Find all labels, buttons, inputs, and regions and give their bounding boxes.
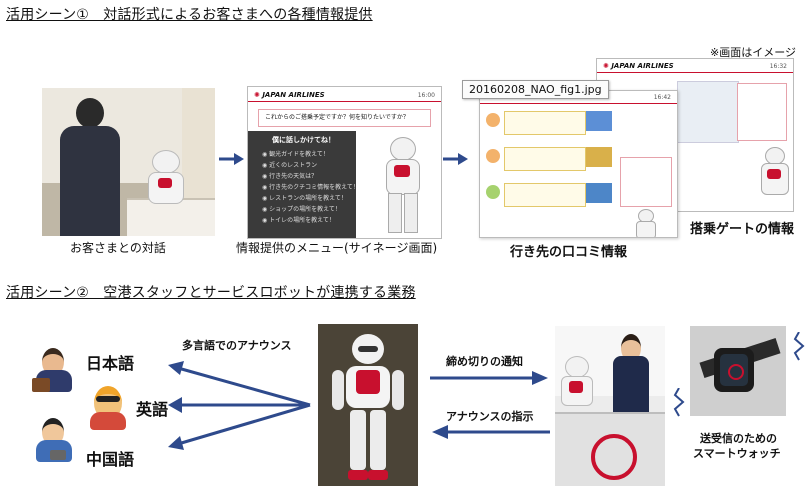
menu-item[interactable]: ◉ 観光ガイドを教えて！ bbox=[262, 151, 329, 158]
multilingual-announcement-label: 多言語でのアナウンス bbox=[182, 339, 292, 352]
language-japanese: 日本語 bbox=[86, 354, 135, 373]
robot-head bbox=[390, 137, 416, 161]
speech-bubble: これからのご搭乗予定ですか？何を知りたいですか？ bbox=[258, 109, 431, 127]
japanese-speaker-icon bbox=[30, 348, 78, 396]
menu-item[interactable]: ◉ 行き先の天気は？ bbox=[262, 173, 318, 180]
caption-reviews: 行き先の口コミ情報 bbox=[510, 245, 628, 260]
photo-customer-dialogue bbox=[42, 88, 215, 236]
watch-caption-line2: スマートウォッチ bbox=[693, 447, 781, 460]
caption-dialogue: お客さまとの対話 bbox=[70, 241, 166, 255]
menu-item[interactable]: ◉ 近くのレストラン bbox=[262, 162, 318, 169]
scene2-heading: 活用シーン② 空港スタッフとサービスロボットが連携する業務 bbox=[6, 285, 416, 301]
menu-panel: 僕に話しかけてね！ ◉ 観光ガイドを教えて！ ◉ 近くのレストラン ◉ 行き先の… bbox=[248, 131, 359, 238]
screen-time: 16:00 bbox=[417, 92, 435, 99]
signage-menu-screen: ✺ JAPAN AIRLINES 16:00 これからのご搭乗予定ですか？何を知… bbox=[247, 86, 442, 239]
signal-wave-icon bbox=[793, 332, 805, 361]
person-body bbox=[60, 126, 120, 236]
screen-time: 16:32 bbox=[769, 63, 787, 70]
chinese-speaker-icon bbox=[30, 418, 78, 466]
watch-caption-line1: 送受信のための bbox=[700, 432, 777, 445]
caption-menu: 情報提供のメニュー(サイネージ画面) bbox=[236, 241, 438, 255]
photo-staff-with-robot bbox=[555, 326, 665, 486]
signal-wave-icon bbox=[673, 388, 685, 417]
destination-reviews-screen: 16:42 bbox=[479, 90, 678, 238]
menu-item[interactable]: ◉ ショップの場所を教えて！ bbox=[262, 206, 341, 213]
arrow-right-icon bbox=[219, 153, 244, 165]
language-chinese: 中国語 bbox=[86, 450, 135, 469]
language-english: 英語 bbox=[136, 400, 169, 419]
person-head bbox=[76, 98, 104, 128]
caption-gate: 搭乗ゲートの情報 bbox=[690, 222, 795, 237]
english-speaker-icon bbox=[84, 384, 132, 432]
robot-head bbox=[152, 150, 180, 174]
filename-tooltip: 20160208_NAO_fig1.jpg bbox=[462, 80, 609, 99]
image-note: ※画面はイメージ bbox=[710, 46, 796, 59]
menu-item[interactable]: ◉ トイレの場所を教えて！ bbox=[262, 217, 335, 224]
menu-item[interactable]: ◉ レストランの場所を教えて！ bbox=[262, 195, 347, 202]
photo-smartwatch bbox=[690, 326, 786, 416]
deadline-notification-label: 締め切りの通知 bbox=[446, 355, 523, 368]
jal-logo: ✺ JAPAN AIRLINES bbox=[254, 91, 325, 99]
screen-time: 16:42 bbox=[653, 94, 671, 101]
menu-title: 僕に話しかけてね！ bbox=[272, 136, 335, 144]
arrow-left-icon bbox=[432, 425, 550, 439]
arrow-right-icon bbox=[430, 371, 548, 385]
photo-robot bbox=[318, 324, 418, 486]
announcement-arrows bbox=[168, 361, 311, 450]
menu-item[interactable]: ◉ 行き先のクチコミ情報を教えて！ bbox=[262, 184, 359, 191]
arrow-right-icon bbox=[443, 153, 468, 165]
jal-crane-logo bbox=[591, 434, 637, 480]
scene1-heading: 活用シーン① 対話形式によるお客さまへの各種情報提供 bbox=[6, 7, 373, 23]
announcement-instruction-label: アナウンスの指示 bbox=[446, 410, 534, 423]
